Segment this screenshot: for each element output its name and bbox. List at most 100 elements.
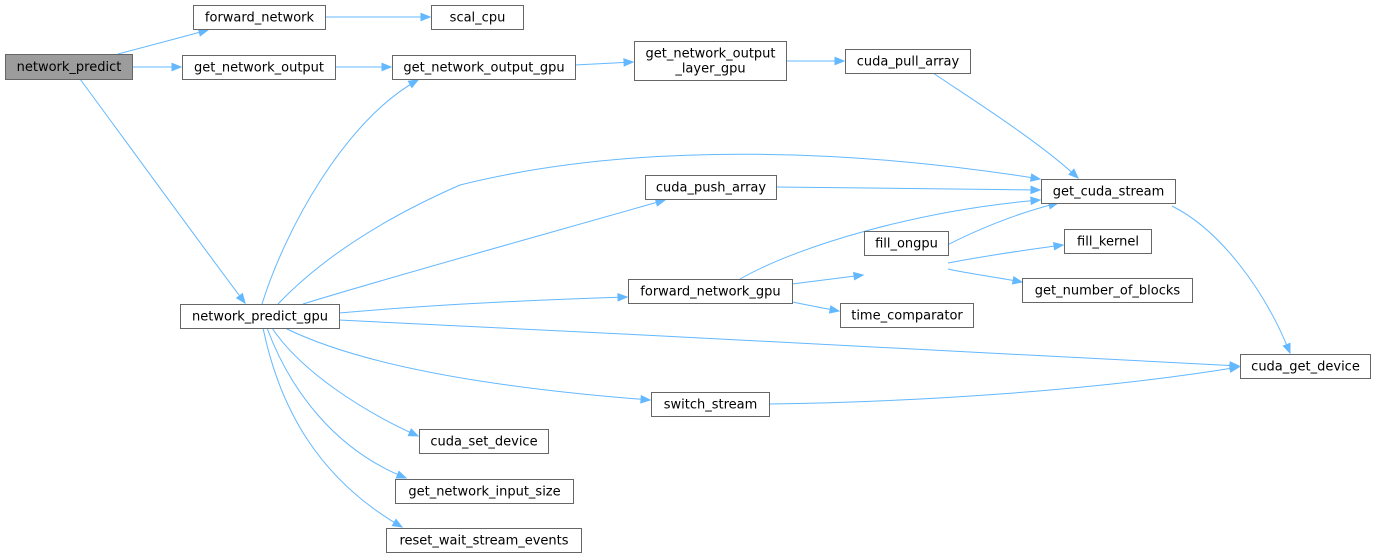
edge-line (338, 319, 1240, 367)
node-get-network-output-layer-gpu[interactable]: get_network_output_layer_gpu (634, 41, 787, 81)
node-network-predict[interactable]: network_predict (5, 54, 133, 80)
node-label: network_predict (17, 60, 122, 75)
node-get-cuda-stream[interactable]: get_cuda_stream (1041, 179, 1176, 204)
edge-fill_ongpu-to-get_number_of_blocks (947, 268, 1024, 285)
edge-arrowhead (1053, 241, 1065, 251)
edge-line (284, 327, 651, 401)
edge-network_predict_gpu-to-forward_network_gpu (338, 292, 629, 314)
node-label: cuda_set_device (430, 435, 537, 450)
edge-arrowhead (828, 305, 841, 314)
node-box (386, 528, 582, 553)
edge-arrowhead (1030, 185, 1042, 195)
edge-arrowhead (1030, 196, 1042, 206)
node-label: get_network_input_size (408, 485, 560, 500)
edge-arrowhead (407, 428, 420, 437)
edge-forward_network-to-scal_cpu (325, 12, 432, 22)
edge-arrowhead (617, 292, 629, 302)
node-get-network-output[interactable]: get_network_output (182, 55, 336, 80)
edge-get_cuda_stream-to-cuda_get_device (1171, 205, 1291, 355)
node-cuda-set-device[interactable]: cuda_set_device (419, 429, 549, 454)
node-label: forward_network (205, 11, 315, 26)
edge-get_network_output-to-get_network_output_gpu (335, 62, 393, 72)
edge-line (117, 29, 209, 55)
node-box (1240, 354, 1371, 379)
node-label: forward_network_gpu (640, 285, 780, 300)
node-box (193, 5, 326, 30)
edge-line (1171, 205, 1291, 354)
node-box (840, 303, 974, 328)
edge-network_predict_gpu-to-cuda_set_device (271, 327, 420, 437)
edge-cuda_push_array-to-get_cuda_stream (775, 185, 1042, 195)
node-fill-kernel[interactable]: fill_kernel (1064, 229, 1152, 254)
node-time-comparator[interactable]: time_comparator (840, 303, 974, 328)
node-reset-wait-stream-events[interactable]: reset_wait_stream_events (386, 528, 582, 553)
node-label: get_cuda_stream (1053, 185, 1165, 200)
edge-line (262, 327, 403, 528)
edge-line (929, 202, 1059, 255)
edge-arrowhead (640, 394, 652, 404)
node-box (645, 175, 777, 200)
node-box (5, 54, 133, 80)
node-label: reset_wait_stream_events (399, 534, 568, 549)
node-forward-network-gpu[interactable]: forward_network_gpu (628, 279, 793, 304)
node-label: cuda_push_array (656, 181, 767, 196)
node-box (392, 55, 576, 80)
node-cuda-push-array[interactable]: cuda_push_array (645, 175, 777, 200)
edge-line (338, 296, 628, 314)
node-fill-ongpu[interactable]: fill_ongpu (864, 231, 949, 256)
edge-arrowhead (395, 470, 408, 479)
edge-line (932, 72, 1079, 179)
node-box (431, 5, 524, 30)
edge-network_predict_gpu-to-get_network_output_gpu (261, 79, 420, 305)
node-network-predict-gpu[interactable]: network_predict_gpu (180, 304, 340, 329)
edge-line (791, 274, 864, 285)
node-box (1064, 229, 1152, 254)
node-switch-stream[interactable]: switch_stream (651, 392, 770, 417)
nodes-layer: network_predict forward_network scal_cpuge… (5, 5, 1371, 553)
edge-arrowhead (1282, 342, 1291, 355)
edge-forward_network_gpu-to-time_comparator (791, 301, 841, 314)
node-get-number-of-blocks[interactable]: get_number_of_blocks (1022, 278, 1193, 303)
node-label: get_number_of_blocks (1035, 284, 1181, 299)
edge-network_predict_gpu-to-switch_stream (284, 327, 652, 404)
node-box (651, 392, 770, 417)
node-label: cuda_get_device (1251, 360, 1360, 375)
edge-arrowhead (623, 58, 635, 67)
edge-arrowhead (391, 518, 404, 528)
edge-arrowhead (853, 271, 865, 281)
node-box (628, 279, 793, 304)
node-box (1022, 278, 1193, 303)
edge-network_predict_gpu-to-reset_wait_stream_events (262, 327, 404, 528)
edge-arrowhead (171, 62, 183, 72)
node-cuda-pull-array[interactable]: cuda_pull_array (845, 49, 971, 74)
edge-line (768, 366, 1240, 405)
node-forward-network[interactable]: forward_network (193, 5, 326, 30)
edge-fill_ongpu-to-fill_kernel (947, 241, 1065, 264)
edge-arrowhead (420, 12, 432, 22)
node-scal-cpu[interactable]: scal_cpu (431, 5, 524, 30)
node-label: time_comparator (851, 309, 963, 324)
node-box (180, 304, 340, 329)
node-box (634, 41, 787, 81)
edge-line (266, 327, 407, 479)
node-get-network-output-gpu[interactable]: get_network_output_gpu (392, 55, 576, 80)
node-label: switch_stream (664, 398, 758, 413)
edge-network_predict_gpu-to-cuda_push_array (302, 198, 667, 305)
edge-network_predict-to-get_network_output (132, 62, 183, 72)
node-label: get_network_output_layer_gpu (645, 47, 775, 77)
edge-line (271, 327, 419, 437)
edge-arrowhead (407, 79, 420, 89)
node-box (419, 429, 549, 454)
edge-line (277, 153, 1041, 305)
edge-arrowhead (1029, 173, 1042, 182)
edge-line (947, 268, 1023, 283)
edge-line (739, 199, 1041, 280)
node-get-network-input-size[interactable]: get_network_input_size (395, 479, 574, 504)
node-label: cuda_pull_array (857, 55, 960, 70)
node-label: get_network_output_gpu (403, 61, 564, 76)
edge-cuda_pull_array-to-get_cuda_stream (932, 72, 1079, 179)
node-cuda-get-device[interactable]: cuda_get_device (1240, 354, 1371, 379)
edge-arrowhead (381, 62, 393, 72)
edge-line (302, 199, 666, 305)
